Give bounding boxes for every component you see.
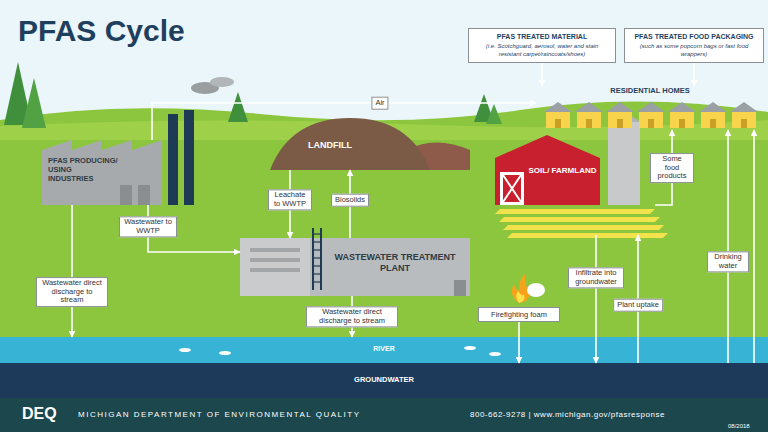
node-title: GROUNDWATER [0, 375, 768, 384]
flow-arrow [518, 322, 520, 363]
flow-arrow [727, 130, 729, 363]
homes-area: RESIDENTIAL HOMES [536, 86, 764, 130]
landfill-mound: LANDFILL [270, 118, 470, 170]
node-title: LANDFILL [290, 140, 370, 151]
flow-arrow [693, 63, 695, 86]
node-title: PFAS PRODUCING/ USING INDUSTRIES [48, 156, 118, 183]
flow-arrow [152, 103, 536, 140]
contact-info: 800-662-9278 | www.michigan.gov/pfasresp… [470, 410, 665, 419]
node-title: RESIDENTIAL HOMES [536, 86, 764, 95]
industry-building: PFAS PRODUCING/ USING INDUSTRIES [42, 140, 162, 205]
flow-label: Air [371, 97, 388, 110]
foam-box: Firefighting foam [478, 307, 560, 322]
node-title: WASTEWATER TREATMENT PLANT [332, 252, 458, 274]
farmland: SOIL/ FARMLAND [490, 140, 655, 235]
flow-arrow [753, 130, 755, 363]
flow-label: Leachate to WWTP [268, 189, 312, 210]
diagram-title: PFAS Cycle [18, 14, 185, 48]
river-band: RIVER [0, 337, 768, 363]
node-title: SOIL/ FARMLAND [526, 166, 599, 176]
groundwater-band: GROUNDWATER [0, 363, 768, 398]
flow-arrow [71, 205, 73, 337]
node-note: (such as some popcorn bags or fast food … [630, 43, 758, 57]
flow-label: Biosolids [331, 194, 369, 207]
flow-label: Wastewater to WWTP [119, 216, 177, 237]
flow-label: Wastewater direct discharge to stream [36, 277, 108, 307]
flow-label: Wastewater direct discharge to stream [306, 306, 398, 327]
agency-name: MICHIGAN DEPARTMENT OF ENVIRONMENTAL QUA… [78, 410, 360, 419]
node-title: Firefighting foam [482, 310, 556, 319]
node-title: PFAS TREATED FOOD PACKAGING [630, 33, 758, 41]
material-box: PFAS TREATED MATERIAL (i.e. Scotchguard, … [468, 28, 616, 63]
packaging-box: PFAS TREATED FOOD PACKAGING (such as some… [624, 28, 764, 63]
flow-label: Some food products [650, 153, 694, 183]
flow-label: Drinking water [707, 251, 749, 272]
node-title: RIVER [0, 345, 768, 353]
node-note: (i.e. Scotchguard, aerosol, water and st… [474, 43, 610, 57]
flow-arrow [541, 63, 543, 86]
flow-label: Infiltrate into groundwater [568, 267, 624, 288]
flow-label: Plant uptake [613, 299, 663, 312]
node-title: PFAS TREATED MATERIAL [474, 33, 610, 41]
treatment-plant: WASTEWATER TREATMENT PLANT [240, 238, 470, 296]
flow-arrow [595, 235, 597, 363]
date-label: 08/2018 [728, 423, 750, 429]
logo: DEQ [22, 405, 57, 423]
